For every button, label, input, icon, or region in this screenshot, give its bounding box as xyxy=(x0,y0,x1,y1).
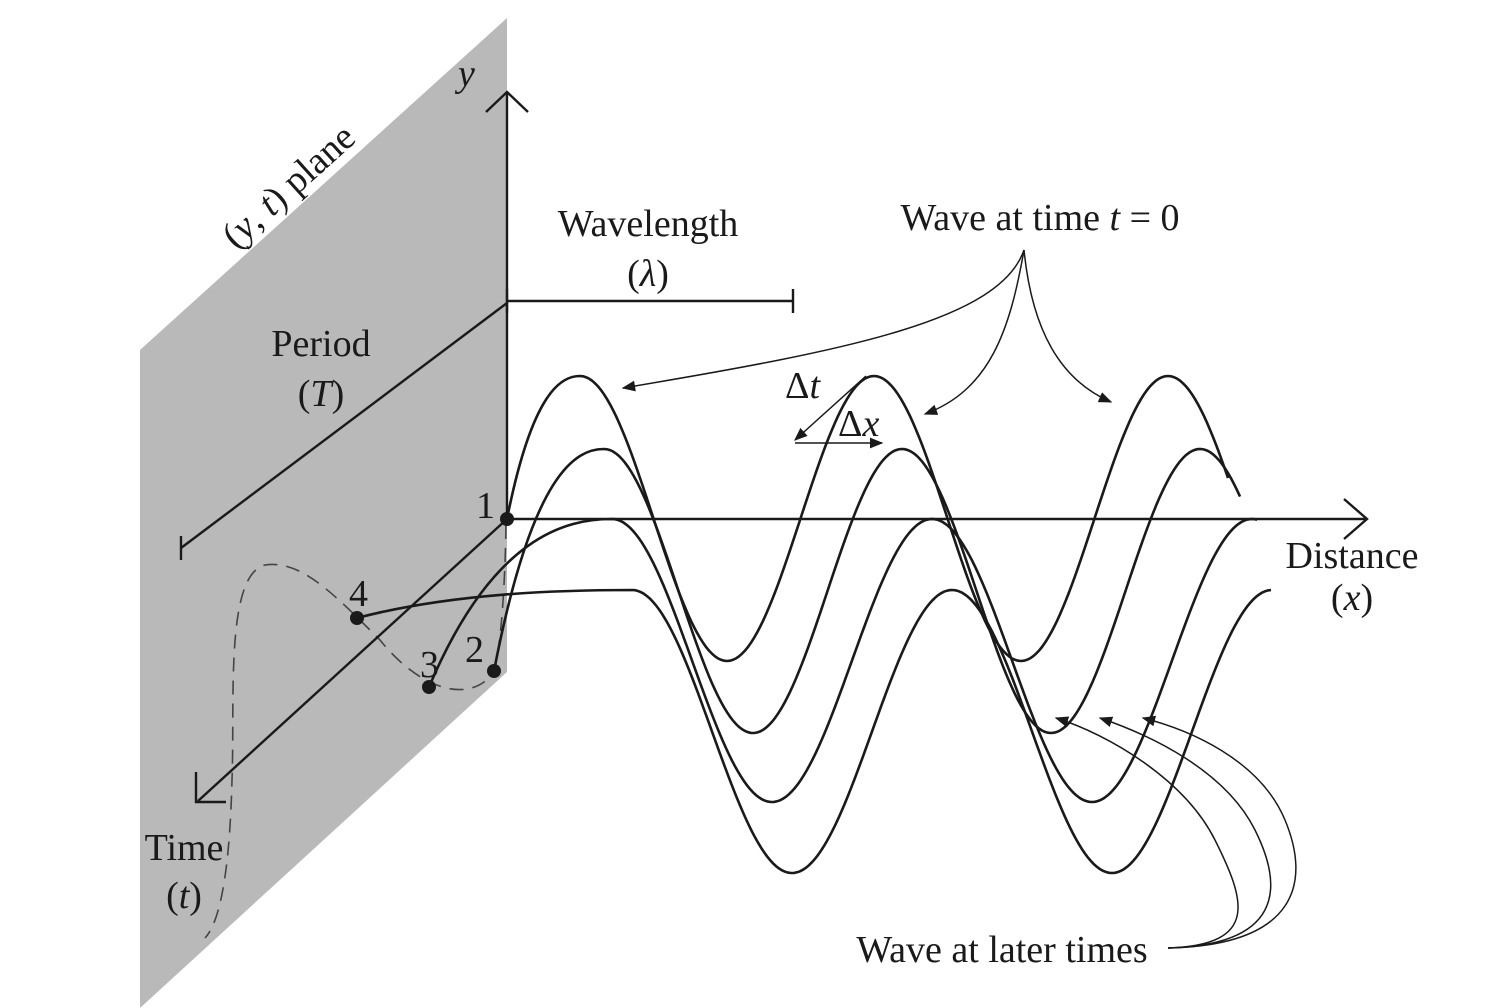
wave-later-1 xyxy=(492,447,1242,735)
callout-later-1 xyxy=(1054,716,1239,949)
delta-t-arrow xyxy=(793,375,867,441)
time-symbol: (t) xyxy=(166,875,202,917)
point-4 xyxy=(350,611,364,625)
point-3 xyxy=(422,680,436,694)
time-title: Time xyxy=(145,827,224,869)
wave-later-label: Wave at later times xyxy=(856,929,1147,971)
wavelength-symbol: (λ) xyxy=(627,253,669,295)
point-3-label: 3 xyxy=(420,644,439,686)
delta-x-label: Δx xyxy=(838,403,879,445)
y-axis-arrowhead xyxy=(485,90,529,113)
distance-symbol: (x) xyxy=(1331,577,1373,619)
wave-t0-label: Wave at time t = 0 xyxy=(900,197,1179,239)
point-1-label: 1 xyxy=(476,485,495,527)
wave-t0 xyxy=(505,374,1230,663)
callout-t0-3 xyxy=(1023,249,1113,403)
point-2-label: 2 xyxy=(465,629,484,671)
waves xyxy=(356,374,1272,875)
wave-later-3 xyxy=(356,588,1272,875)
x-axis-arrowhead xyxy=(1343,498,1369,540)
period-symbol: (T) xyxy=(298,373,344,415)
point-2 xyxy=(487,664,501,678)
distance-title: Distance xyxy=(1286,535,1419,577)
period-title: Period xyxy=(271,323,370,365)
wave-later-2 xyxy=(427,517,1258,804)
period-line xyxy=(180,302,508,549)
time-axis xyxy=(197,518,508,802)
point-4-label: 4 xyxy=(349,573,368,615)
callout-later-2 xyxy=(1098,716,1272,949)
callout-later-3 xyxy=(1141,715,1297,949)
time-axis-arrowhead xyxy=(194,772,226,804)
callout-t0-2 xyxy=(923,249,1025,415)
callout-t0-1 xyxy=(621,249,1025,392)
y-axis-label: y xyxy=(454,53,475,95)
wavelength-title: Wavelength xyxy=(558,203,739,245)
point-1 xyxy=(500,512,514,526)
delta-t-label: Δt xyxy=(785,365,821,407)
